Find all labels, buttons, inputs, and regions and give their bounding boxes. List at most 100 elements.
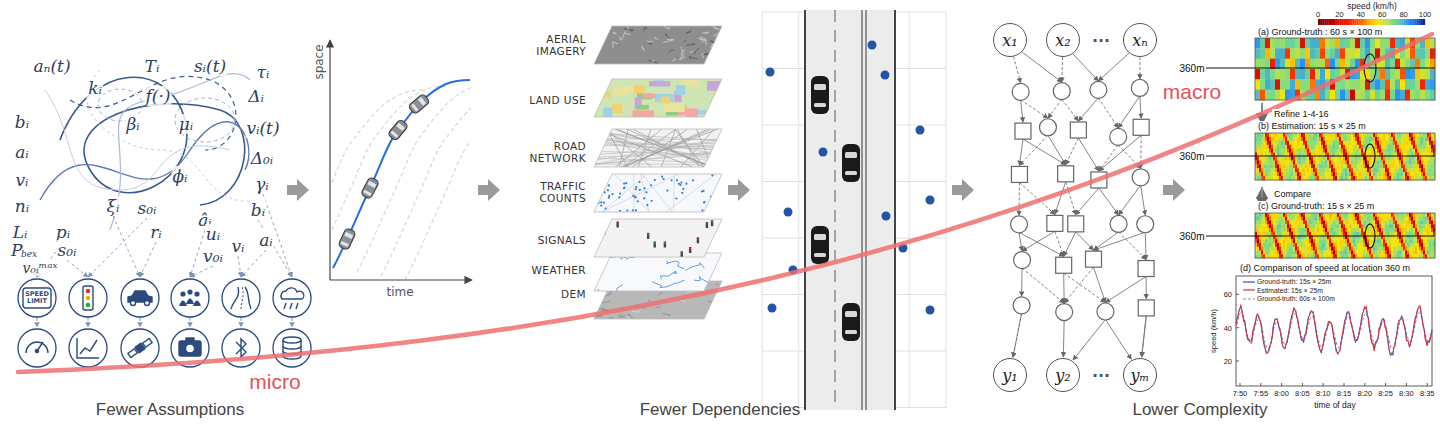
heatmap-cell bbox=[1277, 145, 1279, 149]
illustration-part bbox=[702, 40, 707, 45]
illustration-part bbox=[231, 287, 239, 309]
heatmap-cell bbox=[1387, 149, 1389, 153]
heatmap-cell bbox=[1323, 141, 1325, 145]
illustration-part bbox=[593, 177, 595, 179]
colorbar bbox=[1369, 19, 1371, 25]
heatmap-cell bbox=[1271, 243, 1273, 247]
weather-icon bbox=[281, 288, 304, 309]
heatmap-cell bbox=[1431, 157, 1433, 161]
heatmap-cell bbox=[1323, 160, 1325, 164]
heatmap-cell bbox=[1400, 69, 1405, 80]
illustration-part bbox=[590, 136, 726, 162]
heatmap-cell bbox=[1425, 137, 1427, 141]
heatmap-cell bbox=[1345, 145, 1347, 149]
heatmap-cell bbox=[1397, 172, 1399, 176]
heatmap-cell bbox=[1349, 137, 1351, 141]
heatmap-cell bbox=[1271, 149, 1273, 153]
heatmap-cell bbox=[1405, 141, 1407, 145]
heatmap-cell bbox=[1357, 172, 1359, 176]
illustration-part bbox=[685, 183, 687, 185]
dependency-link bbox=[1013, 313, 1022, 357]
heatmap-cell bbox=[1269, 232, 1271, 236]
heatmap-cell bbox=[1347, 141, 1349, 145]
influence-link bbox=[67, 260, 88, 277]
heatmap-cell bbox=[1259, 157, 1261, 161]
road-plan bbox=[868, 41, 877, 50]
heatmap-cell bbox=[1421, 149, 1423, 153]
illustration-part bbox=[715, 46, 722, 50]
heatmap-cell bbox=[1427, 168, 1429, 172]
heatmap-cell bbox=[1419, 149, 1421, 153]
illustration-part bbox=[666, 174, 716, 212]
heatmap-cell bbox=[1395, 145, 1397, 149]
heatmap-cell bbox=[1337, 133, 1339, 137]
illustration-part bbox=[603, 183, 605, 185]
heatmap-cell bbox=[1271, 217, 1273, 221]
heatmap-cell bbox=[1395, 69, 1400, 80]
heatmap-cell bbox=[1347, 164, 1349, 168]
illustration-part bbox=[590, 219, 726, 259]
illustration-part bbox=[590, 133, 726, 141]
heatmap-cell bbox=[1339, 168, 1341, 172]
heatmap-cell bbox=[1390, 38, 1395, 49]
heatmap-cell bbox=[1267, 160, 1269, 164]
heatmap-cell bbox=[1415, 157, 1417, 161]
variable-cloud bbox=[60, 77, 245, 205]
heatmap-cell bbox=[1417, 141, 1419, 145]
road-plan bbox=[834, 10, 835, 410]
illustration-part bbox=[615, 129, 662, 167]
heatmap-cell bbox=[1259, 137, 1261, 141]
heatmap-cell bbox=[1311, 164, 1313, 168]
heatmap-cell bbox=[1297, 145, 1299, 149]
heatmap-cell bbox=[1417, 164, 1419, 168]
heatmap-cell bbox=[1383, 172, 1385, 176]
heatmap-cell bbox=[1399, 137, 1401, 141]
colorbar bbox=[1416, 19, 1418, 25]
heatmap-cell bbox=[1405, 160, 1407, 164]
heatmap-cell bbox=[1265, 172, 1267, 176]
heatmap-cell bbox=[1329, 149, 1331, 153]
heatmap-cell bbox=[1393, 133, 1395, 137]
heatmap-cell bbox=[1293, 133, 1295, 137]
heatmap-cell bbox=[1377, 145, 1379, 149]
illustration-part bbox=[670, 179, 672, 181]
heatmap-cell bbox=[1377, 137, 1379, 141]
heatmap-cell bbox=[1267, 228, 1269, 232]
heatmap-cell bbox=[1271, 232, 1273, 236]
road-plan bbox=[805, 10, 895, 410]
heatmap-cell bbox=[1400, 90, 1405, 101]
illustration-part bbox=[694, 48, 699, 54]
heatmap-cell bbox=[1287, 172, 1289, 176]
heatmap-cell bbox=[1265, 168, 1267, 172]
heatmap-cell bbox=[1309, 133, 1311, 137]
heatmap-cell bbox=[1339, 149, 1341, 153]
illustration-part bbox=[684, 40, 686, 41]
heatmap-cell bbox=[1261, 228, 1263, 232]
illustration-part bbox=[681, 47, 685, 53]
heatmap-cell bbox=[1365, 38, 1370, 49]
heatmap-cell bbox=[1280, 38, 1285, 49]
illustration-part bbox=[590, 174, 726, 214]
dependency-link bbox=[1019, 139, 1023, 165]
heatmap-cell bbox=[1401, 133, 1403, 137]
heatmap-cell bbox=[1271, 251, 1273, 255]
heatmap-cell bbox=[1355, 90, 1360, 101]
heatmap-cell bbox=[1385, 38, 1390, 49]
heatmap-cell bbox=[1261, 137, 1263, 141]
illustration-part bbox=[702, 53, 704, 58]
time-space-plot bbox=[330, 279, 472, 280]
heatmap-cell bbox=[1257, 221, 1259, 225]
heatmap-cell bbox=[1345, 149, 1347, 153]
heatmap-cell bbox=[1267, 172, 1269, 176]
heatmap-cell bbox=[1420, 69, 1425, 80]
heatmap-cell bbox=[1405, 145, 1407, 149]
heatmap-cell bbox=[1429, 133, 1431, 137]
heatmap-cell bbox=[1265, 224, 1267, 228]
heatmap-cell bbox=[1409, 137, 1411, 141]
time-space-plot bbox=[360, 177, 379, 200]
heatmap-cell bbox=[1269, 157, 1271, 161]
heatmap-cell bbox=[1260, 79, 1265, 90]
heatmap-cell bbox=[1375, 79, 1380, 90]
colorbar bbox=[1367, 19, 1369, 25]
illustration-part bbox=[645, 191, 647, 193]
